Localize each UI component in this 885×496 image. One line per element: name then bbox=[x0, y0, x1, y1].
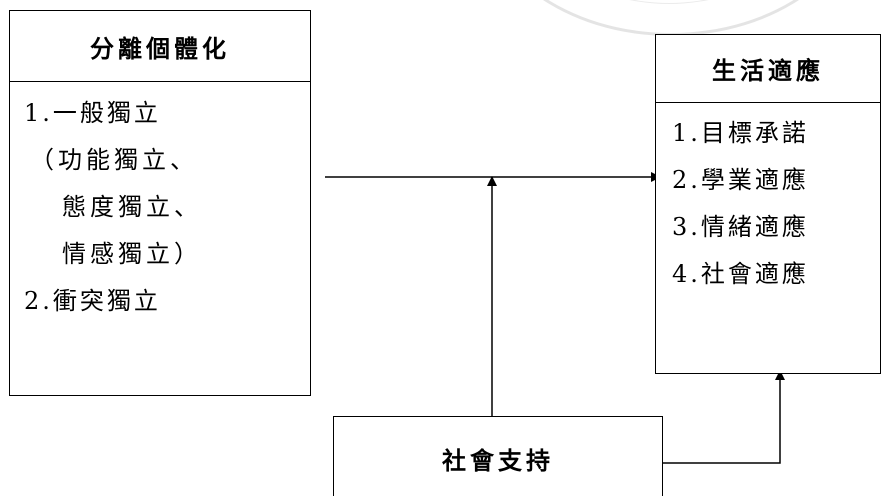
list-item: 1.目標承諾 bbox=[672, 119, 809, 147]
life-adjustment-title: 生活適應 bbox=[656, 35, 880, 103]
social-support-box: 社會支持 bbox=[333, 416, 663, 496]
life-adjustment-list: 1.目標承諾 2.學業適應 3.情緒適應 4.社會適應 bbox=[656, 103, 880, 298]
separation-individuation-title: 分離個體化 bbox=[10, 11, 310, 82]
list-item: 情感獨立） bbox=[62, 240, 202, 268]
list-item: 3.情緒適應 bbox=[672, 213, 809, 241]
list-item: （功能獨立、 bbox=[30, 146, 198, 174]
separation-individuation-list: 1.一般獨立 （功能獨立、 態度獨立、 情感獨立） 2.衝突獨立 bbox=[10, 82, 310, 325]
list-item: 2.學業適應 bbox=[672, 166, 809, 194]
social-support-title: 社會支持 bbox=[442, 446, 554, 475]
list-item: 1.一般獨立 bbox=[24, 99, 161, 127]
life-adjustment-box: 生活適應 1.目標承諾 2.學業適應 3.情緒適應 4.社會適應 bbox=[655, 34, 881, 374]
separation-individuation-box: 分離個體化 1.一般獨立 （功能獨立、 態度獨立、 情感獨立） 2.衝突獨立 bbox=[9, 10, 311, 396]
list-item: 態度獨立、 bbox=[62, 193, 202, 221]
list-item: 2.衝突獨立 bbox=[24, 287, 161, 315]
list-item: 4.社會適應 bbox=[672, 260, 809, 288]
arrow-support-to-right bbox=[663, 370, 785, 464]
